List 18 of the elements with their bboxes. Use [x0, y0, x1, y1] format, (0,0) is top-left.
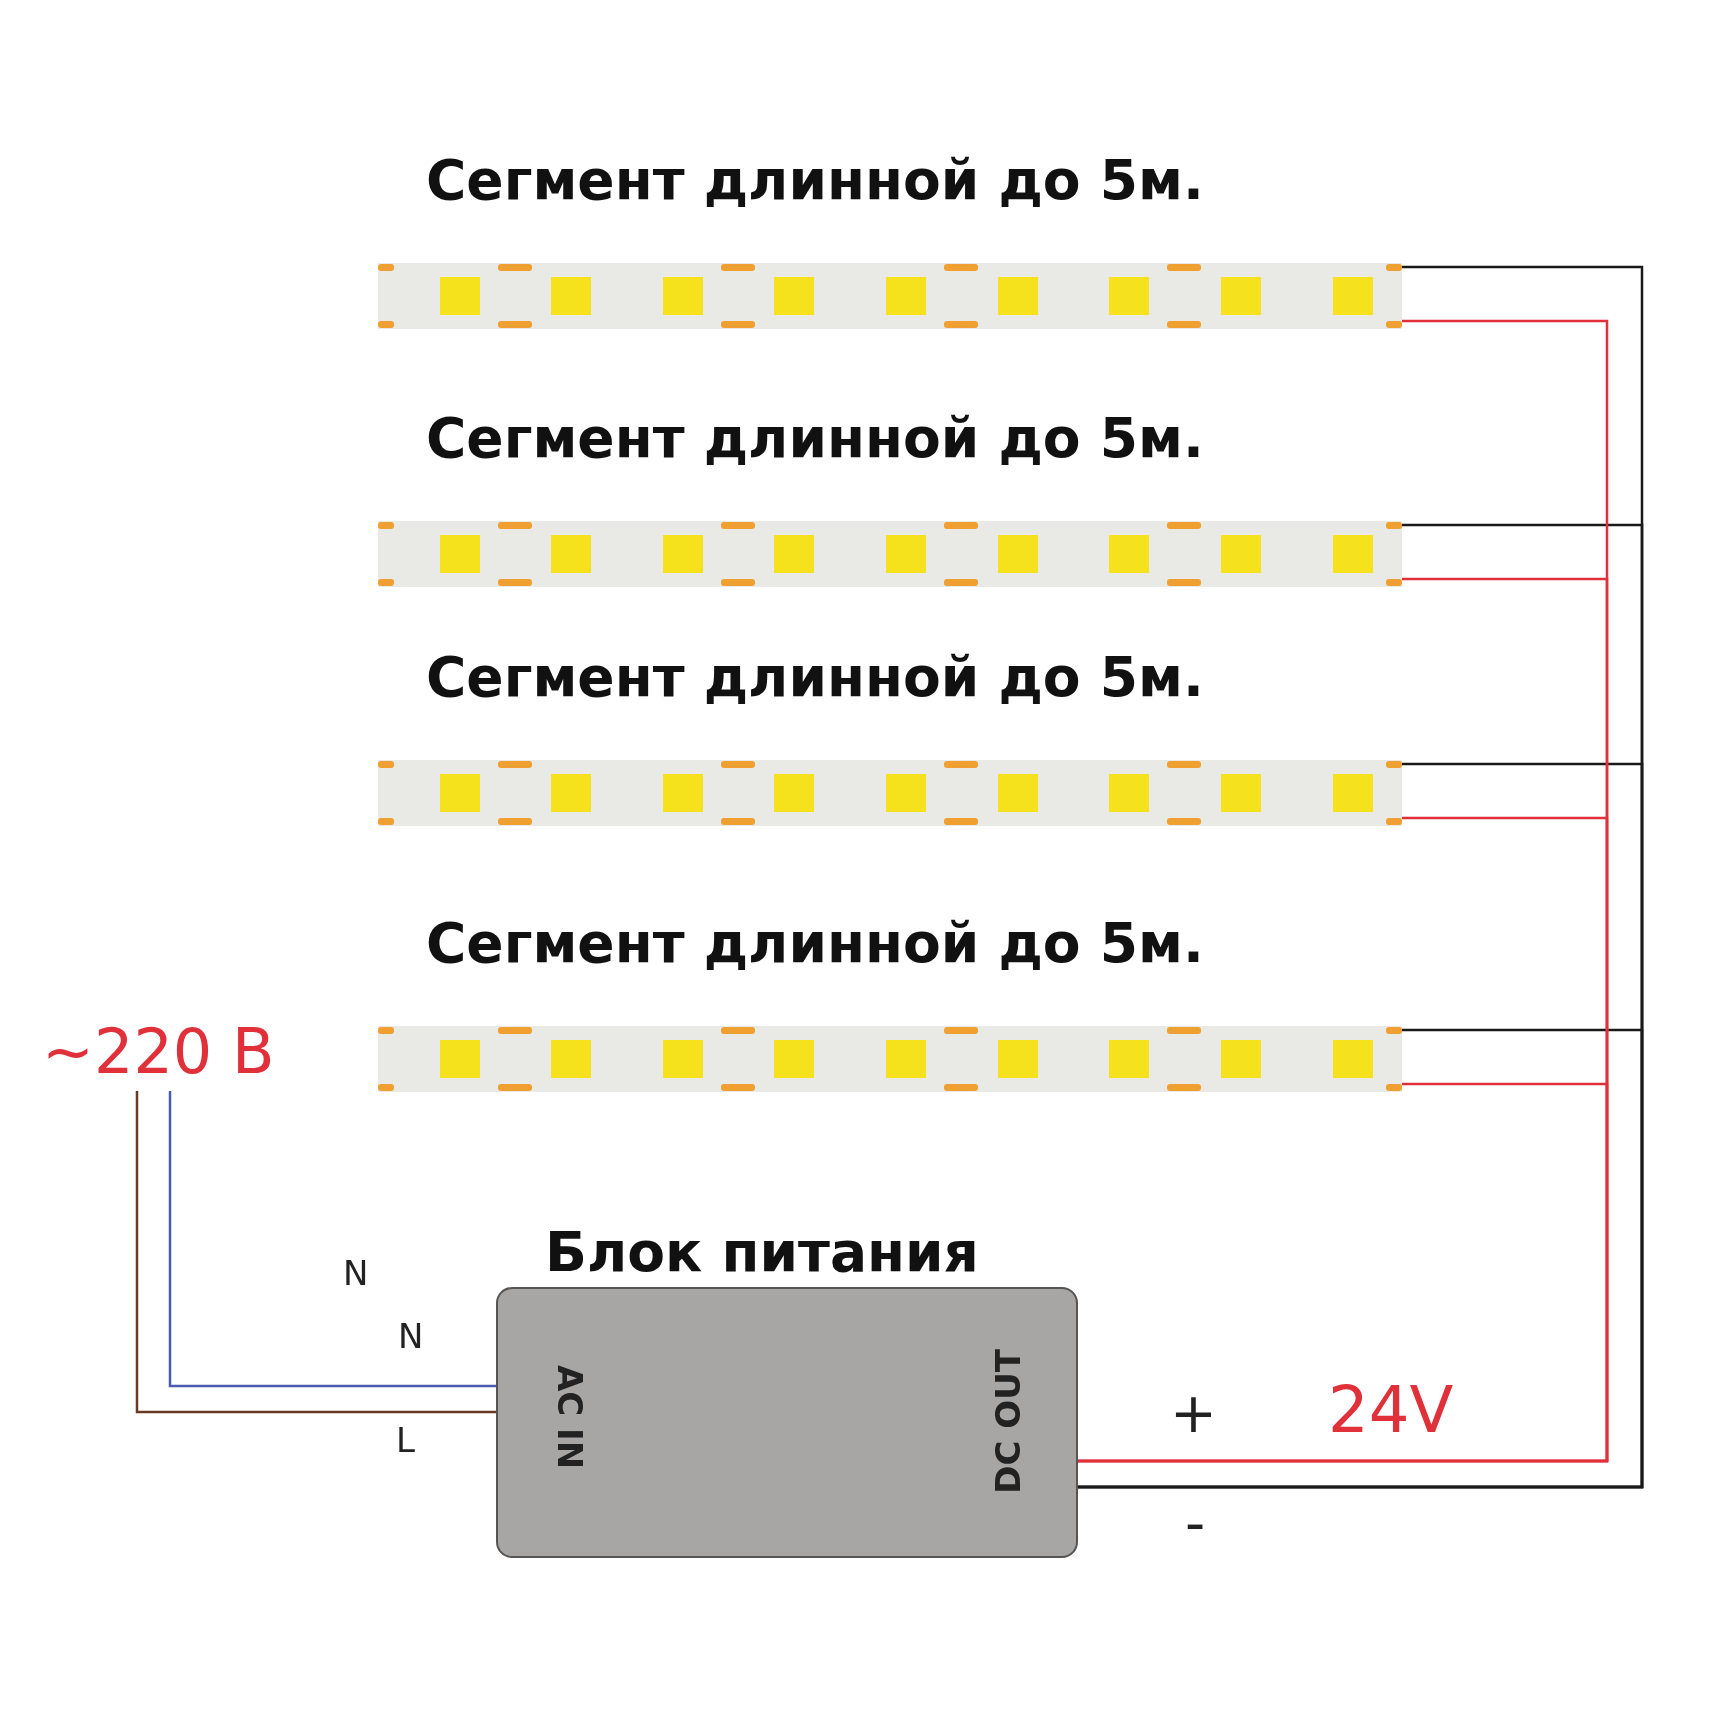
wire	[135, 1091, 496, 1414]
segment-heading: Сегмент длинной до 5м.	[426, 650, 1204, 705]
polarity-sign: +	[1170, 1382, 1217, 1444]
wire	[1078, 1082, 1609, 1463]
segment-heading: Сегмент длинной до 5м.	[426, 411, 1204, 466]
segment-heading: Сегмент длинной до 5м.	[426, 916, 1204, 971]
voltage-label: 24V	[1328, 1375, 1454, 1446]
segment-heading: Сегмент длинной до 5м.	[426, 153, 1204, 208]
voltage-label: ~220 В	[42, 1015, 275, 1090]
polarity-sign: -	[1185, 1492, 1206, 1554]
wire-label: N	[343, 1255, 369, 1293]
wire-label: L	[396, 1422, 415, 1460]
power-supply-heading: Блок питания	[545, 1225, 979, 1280]
wire	[1078, 1028, 1644, 1489]
wire	[168, 1091, 496, 1388]
wire-label: N	[398, 1318, 424, 1356]
port-label: DC OUT	[988, 1349, 1028, 1494]
port-label: AC IN	[550, 1365, 590, 1470]
